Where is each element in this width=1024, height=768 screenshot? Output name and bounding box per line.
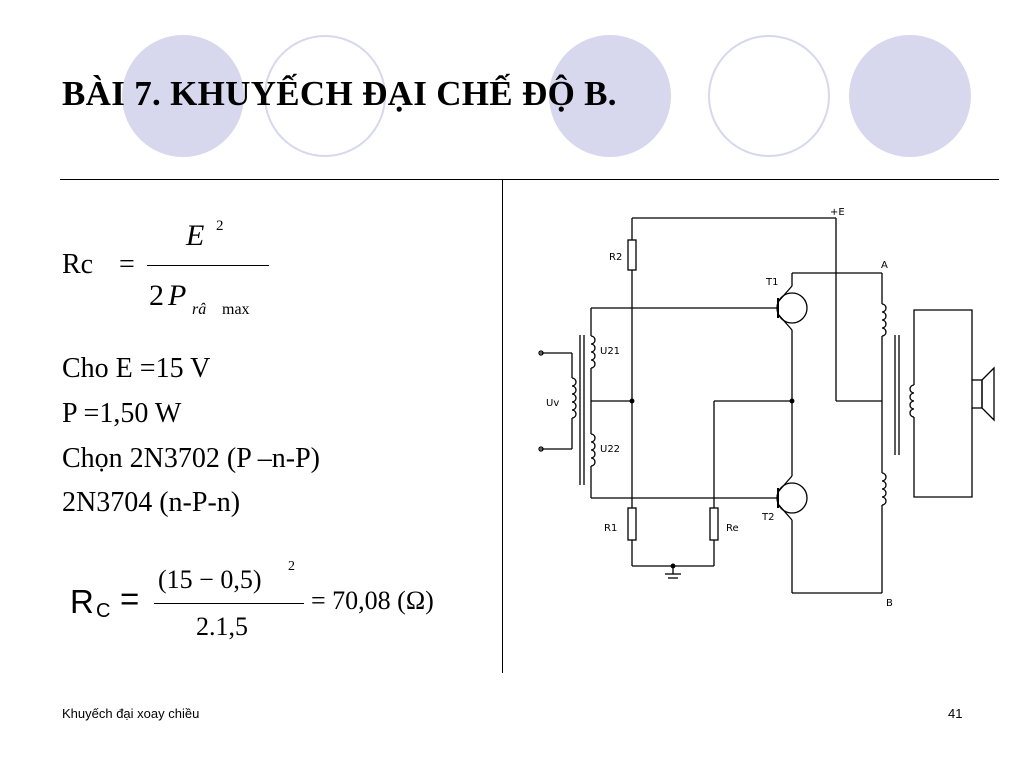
formula-rc-denominator-subscript-max: max: [222, 301, 250, 318]
label-a: A: [881, 260, 888, 271]
resistor-r1: [627, 507, 637, 541]
t2-emitter: [777, 475, 793, 493]
decor-circle-4: [708, 35, 830, 157]
formula-result-exponent: 2: [288, 559, 295, 574]
footer-course-title: Khuyếch đại xoay chiều: [62, 706, 200, 721]
label-u21: U21: [600, 346, 620, 357]
t2-collector: [777, 503, 793, 521]
speaker-wire-bottom: [913, 408, 973, 498]
speaker-cone-icon: [981, 366, 995, 422]
decor-circle-2: [264, 35, 386, 157]
formula-rc-equals: =: [119, 249, 135, 280]
slide-title: BÀI 7. KHUYẾCH ĐẠI CHẾ ĐỘ B.: [62, 74, 617, 113]
label-t2: T2: [761, 512, 774, 523]
circuit-schematic: +E R2 R1 Re Uv U21 U22 T1: [538, 207, 995, 609]
input-secondary-u21: [590, 335, 596, 369]
label-t1: T1: [765, 277, 778, 288]
formula-result-lhs: R: [70, 583, 94, 620]
footer-page-number: 41: [948, 706, 963, 721]
label-u22: U22: [600, 444, 620, 455]
given-line-3: Chọn 2N3702 (P –n-P): [62, 443, 320, 474]
label-b: B: [886, 598, 893, 609]
t1-emitter: [777, 313, 793, 331]
input-secondary-u22: [590, 433, 596, 467]
output-primary-lower-coil: [881, 472, 887, 506]
junction-dot: [789, 398, 795, 404]
resistor-re: [709, 507, 719, 541]
formula-result-value: = 70,08 (Ω): [311, 586, 434, 615]
speaker-body: [971, 379, 983, 409]
formula-result-lhs-subscript: C: [96, 600, 111, 622]
speaker-wire-top: [913, 309, 973, 385]
title-divider: [60, 179, 999, 180]
input-primary-coil: [571, 377, 577, 419]
formula-result-denominator: 2.1,5: [196, 612, 248, 641]
formula-rc-denominator-coef: 2: [149, 279, 164, 312]
formula-result-fraction-bar: [154, 603, 304, 604]
label-supply: +E: [830, 207, 845, 218]
given-line-1: Cho E =15 V: [62, 353, 211, 384]
formula-rc-denominator-subscript: râ: [192, 301, 207, 318]
input-terminal-bottom: [538, 446, 544, 452]
label-r2: R2: [609, 252, 622, 263]
formula-rc-denominator-var: P: [168, 279, 187, 312]
label-r1: R1: [604, 523, 617, 534]
formula-result-equals: =: [120, 580, 140, 617]
formula-rc-lhs: Rc: [62, 249, 94, 280]
junction-dot: [670, 563, 676, 569]
junction-dot: [629, 398, 635, 404]
given-line-4: 2N3704 (n-P-n): [62, 487, 241, 518]
decor-circle-1: [122, 35, 244, 157]
output-primary-upper-coil: [881, 303, 887, 337]
formula-rc-numerator-exponent: 2: [216, 218, 224, 234]
label-re: Re: [726, 523, 739, 534]
formula-rc-fraction-bar: [147, 265, 269, 266]
formula-rc-numerator: E: [186, 219, 205, 252]
t1-collector: [777, 285, 793, 303]
decor-circle-3: [549, 35, 671, 157]
decor-circle-5: [849, 35, 971, 157]
resistor-r2: [627, 239, 637, 271]
formula-result-numerator: (15 − 0,5): [158, 565, 262, 594]
given-line-2: P =1,50 W: [62, 398, 182, 429]
output-secondary-coil: [909, 384, 915, 418]
label-uv: Uv: [546, 398, 559, 409]
input-terminal-top: [538, 350, 544, 356]
column-divider: [502, 180, 503, 673]
